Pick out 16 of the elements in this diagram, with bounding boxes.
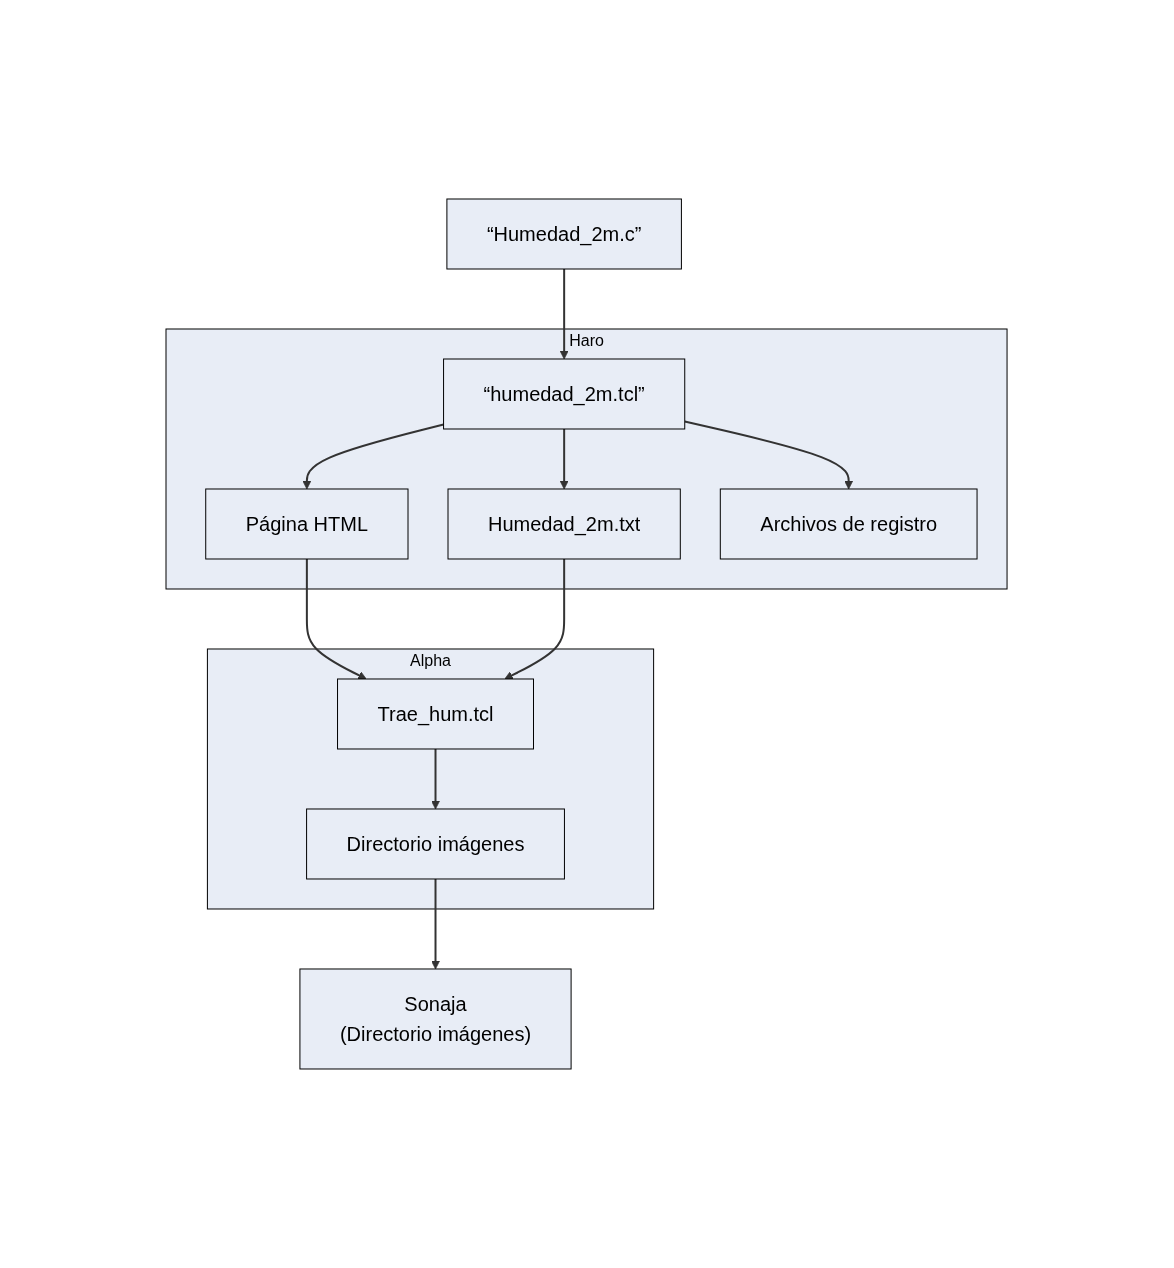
node-box: “Humedad_2m.c” [446, 198, 683, 270]
arrow [560, 268, 569, 360]
arrow [504, 558, 566, 680]
arrow [431, 878, 441, 970]
node-box: Directorio imágenes [306, 808, 566, 880]
arrow [306, 558, 368, 680]
node-box: Página HTML [205, 488, 409, 560]
arrow [560, 428, 569, 490]
arrow [431, 748, 441, 810]
arrow [684, 420, 854, 490]
node-box: “humedad_2m.tcl” [443, 358, 686, 430]
node-box: Trae_hum.tcl [337, 678, 535, 750]
arrow [302, 423, 446, 490]
node-box: Humedad_2m.txt [448, 488, 682, 560]
node-box: Sonaja (Directorio imágenes) [299, 968, 573, 1070]
node-box: Archivos de registro [720, 488, 978, 560]
